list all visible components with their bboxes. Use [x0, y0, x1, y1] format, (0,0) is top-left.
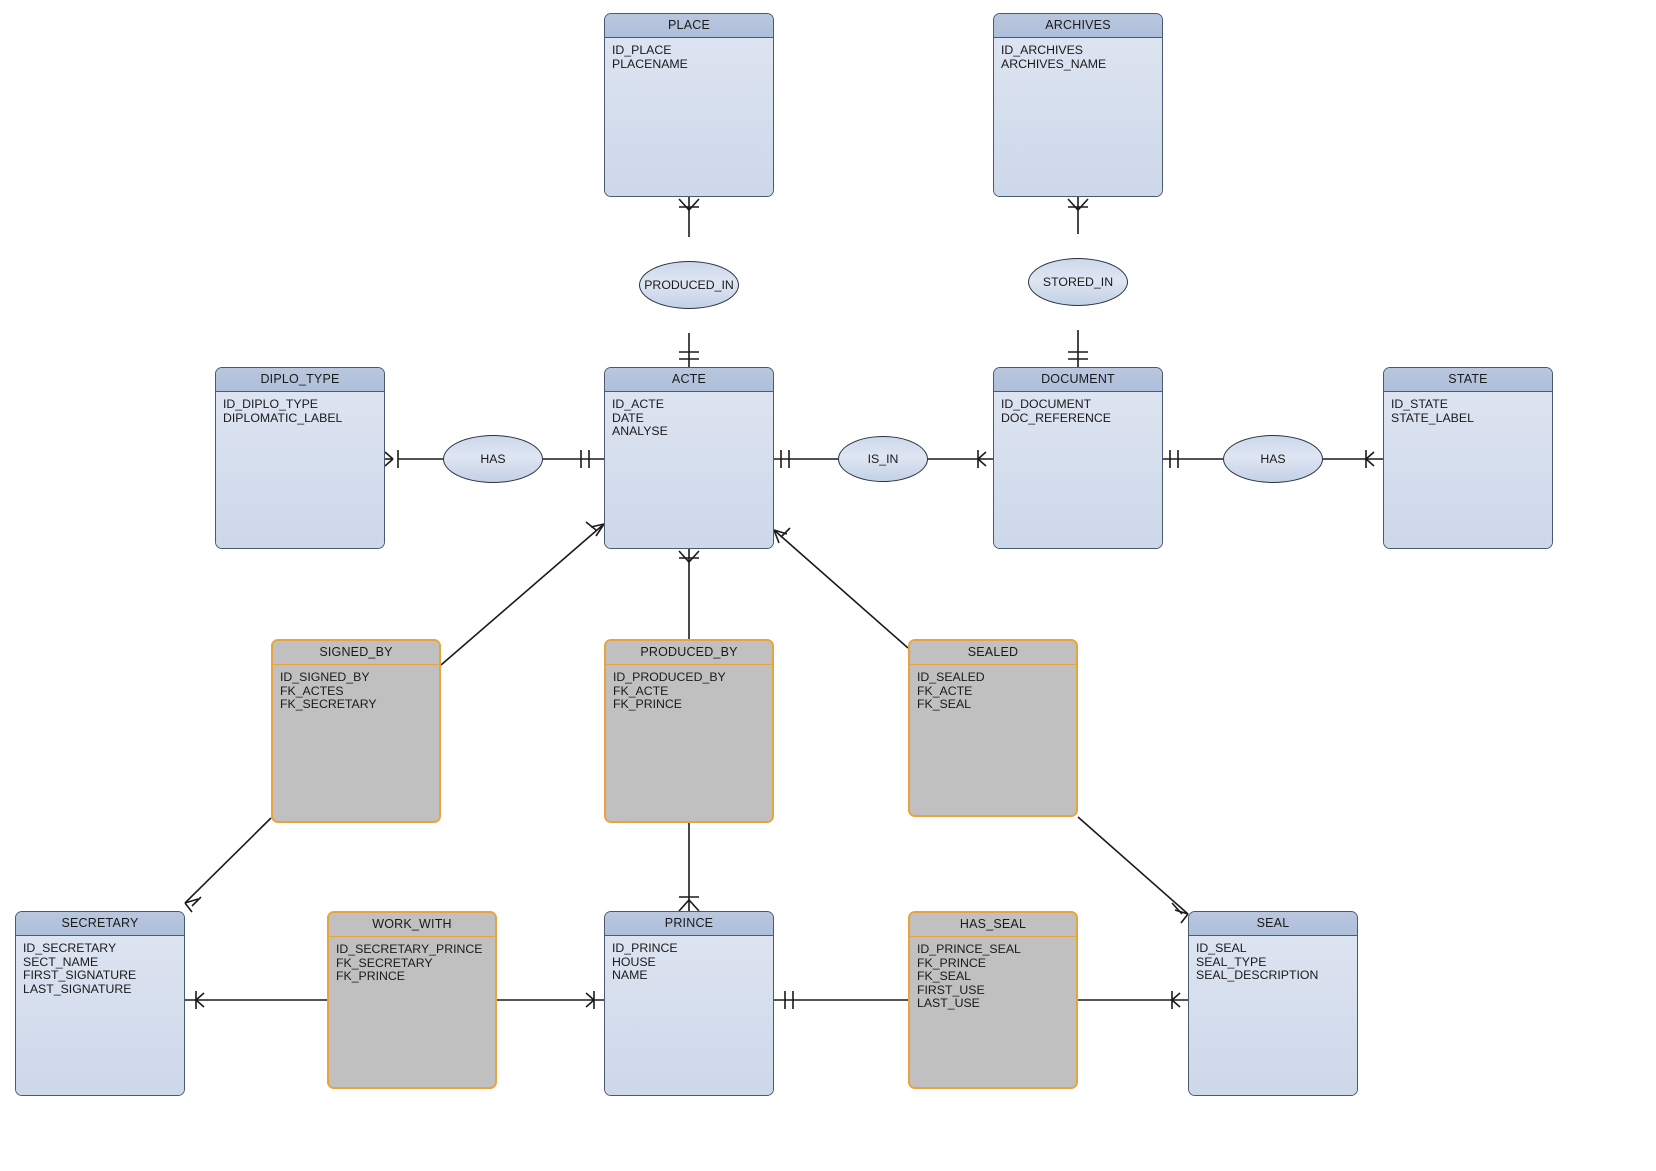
relationship-label: HAS: [1260, 452, 1286, 466]
attribute: NAME: [612, 968, 648, 982]
entity-title-seal: SEAL: [1189, 912, 1357, 936]
entity-title-work_with: WORK_WITH: [329, 913, 495, 937]
attribute: FK_ACTE: [613, 683, 669, 698]
entity-title-prince: PRINCE: [605, 912, 773, 936]
attribute: ID_SECRETARY_PRINCE: [336, 942, 483, 956]
attribute: ID_ARCHIVES: [1001, 43, 1084, 57]
relationship-has_diplo[interactable]: HAS: [443, 435, 543, 483]
attribute: FIRST_SIGNATURE: [23, 968, 137, 982]
entity-title-archives: ARCHIVES: [994, 14, 1162, 38]
relationship-label: IS_IN: [867, 452, 899, 466]
attribute: FK_PRINCE: [917, 955, 987, 970]
attribute: ID_STATE: [1391, 397, 1448, 411]
attribute: STATE_LABEL: [1391, 410, 1474, 425]
attribute: ID_PRINCE: [612, 941, 678, 955]
attribute: FK_PRINCE: [336, 969, 406, 983]
attribute: ID_PRINCE_SEAL: [917, 942, 1021, 956]
entity-title-state: STATE: [1384, 368, 1552, 392]
attribute: SEAL_TYPE: [1196, 954, 1267, 969]
attribute: FK_ACTES: [280, 683, 344, 698]
attribute: ID_SEALED: [917, 670, 985, 684]
entity-title-secretary: SECRETARY: [16, 912, 184, 936]
entity-title-signed_by: SIGNED_BY: [273, 641, 439, 665]
entity-title-produced_by: PRODUCED_BY: [606, 641, 772, 665]
relationship-label: PRODUCED_IN: [644, 278, 734, 292]
attribute: SECT_NAME: [23, 954, 99, 969]
attribute: PLACENAME: [612, 56, 688, 71]
attribute: ID_SECRETARY: [23, 941, 117, 955]
relationship-produced_in[interactable]: PRODUCED_IN: [639, 261, 739, 309]
relationship-stored_in[interactable]: STORED_IN: [1028, 258, 1128, 306]
attribute: FK_SECRETARY: [280, 697, 377, 711]
attribute: SEAL_DESCRIPTION: [1196, 968, 1319, 982]
entity-title-sealed: SEALED: [910, 641, 1076, 665]
attribute: ID_DIPLO_TYPE: [223, 397, 318, 411]
relationship-label: HAS: [480, 452, 506, 466]
attribute: DOC_REFERENCE: [1001, 410, 1112, 425]
attribute: ID_PLACE: [612, 43, 672, 57]
attribute: FK_SEAL: [917, 969, 971, 983]
relationship-label: STORED_IN: [1042, 275, 1114, 289]
attribute: ARCHIVES_NAME: [1001, 56, 1107, 71]
relationship-has_state[interactable]: HAS: [1223, 435, 1323, 483]
attribute: ID_DOCUMENT: [1001, 397, 1092, 411]
attribute: FK_PRINCE: [613, 697, 683, 711]
attribute: FK_SEAL: [917, 697, 971, 711]
entity-title-has_seal: HAS_SEAL: [910, 913, 1076, 937]
attribute: DATE: [612, 410, 644, 425]
entity-title-acte: ACTE: [605, 368, 773, 392]
relationship-is_in[interactable]: IS_IN: [838, 436, 928, 482]
attribute: FK_SECRETARY: [336, 955, 433, 970]
attribute: DIPLOMATIC_LABEL: [223, 410, 343, 425]
attribute: ANALYSE: [612, 424, 668, 438]
attribute: ID_PRODUCED_BY: [613, 670, 726, 684]
attribute: LAST_SIGNATURE: [23, 981, 132, 996]
attribute: LAST_USE: [917, 996, 980, 1010]
entity-title-diplo_type: DIPLO_TYPE: [216, 368, 384, 392]
attribute: ID_SIGNED_BY: [280, 670, 370, 684]
attribute: ID_SEAL: [1196, 941, 1247, 955]
attribute: FIRST_USE: [917, 982, 985, 997]
attribute: HOUSE: [612, 954, 656, 969]
attribute: FK_ACTE: [917, 683, 973, 698]
entity-title-place: PLACE: [605, 14, 773, 38]
entity-title-document: DOCUMENT: [994, 368, 1162, 392]
attribute: ID_ACTE: [612, 397, 664, 411]
